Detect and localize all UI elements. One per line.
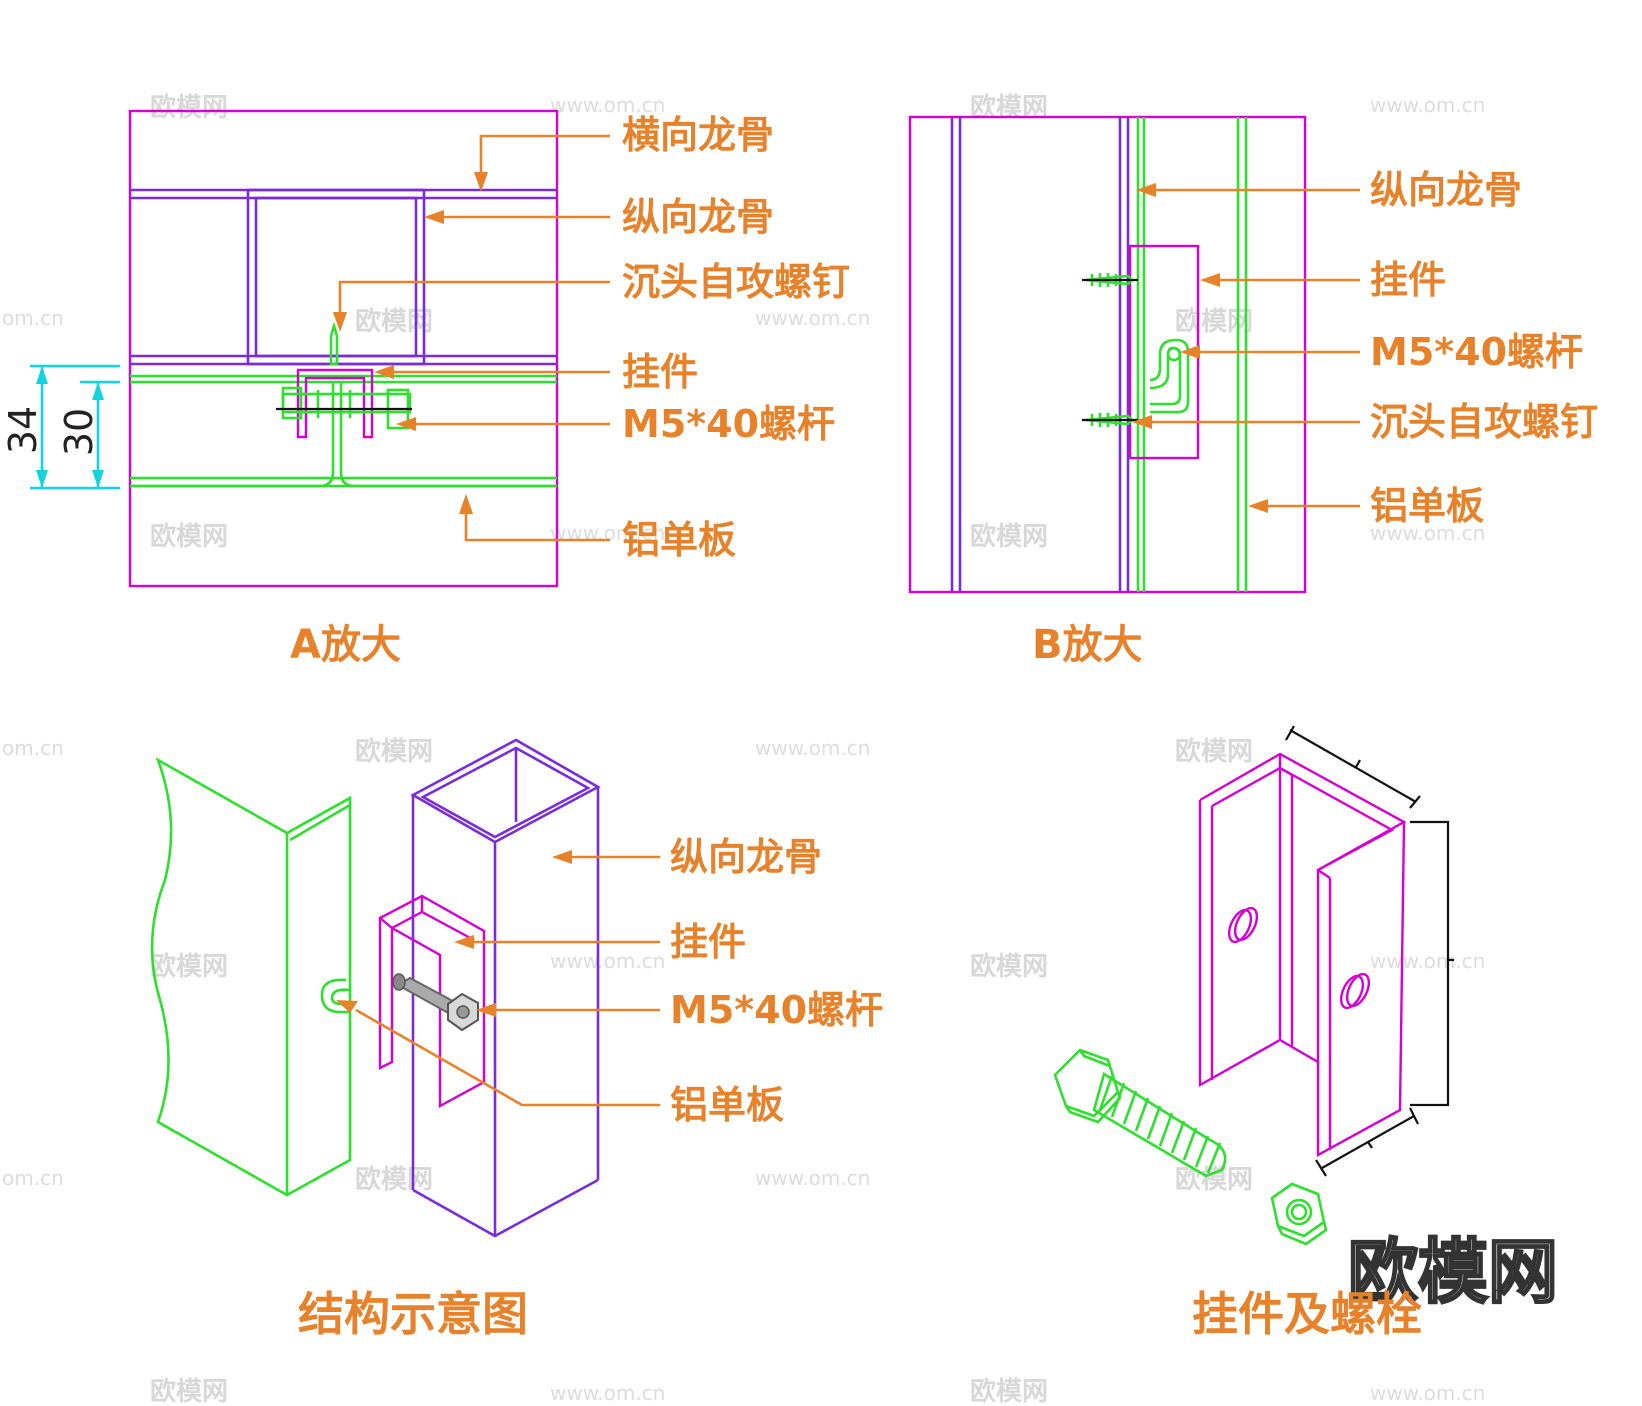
watermark-text: 欧模网 [150,1376,228,1406]
watermark-url: www.om.cn [1370,93,1485,117]
label-hanger: 挂件 [1370,258,1446,302]
panel-d-hanger-and-bolt: 欧模网 挂件及螺栓 [1053,725,1559,1341]
watermark-text: 欧模网 [970,521,1048,552]
bolt-thread [1098,1075,1222,1174]
label-bolt: M5*40螺杆 [670,988,883,1032]
bolt-shank [1092,1071,1227,1178]
label-hanger: 挂件 [622,350,698,394]
watermark-url: www.om.cn [1370,949,1485,973]
watermark-text: 欧模网 [970,92,1048,123]
label-aluminum-panel: 铝单板 [622,518,736,562]
watermark-url: www.om.cn [1370,521,1485,545]
panel-d-caption: 挂件及螺栓 [1192,1287,1422,1341]
label-longitudinal-keel: 纵向龙骨 [622,195,774,239]
hanger-hole [1339,974,1365,1010]
aluminum-panel-3d [150,757,352,1197]
watermark-layer: 欧模网 欧模网 欧模网 欧模网 欧模网 欧模网 欧模网 欧模网 欧模网 欧模网 … [2,92,1485,1406]
panel-c-leaders [336,850,660,1107]
watermark-text: 欧模网 [150,951,228,982]
panel-a-leaders [333,134,610,542]
watermark-text: 欧模网 [355,1164,433,1195]
panel-c-structure-diagram: 纵向龙骨 挂件 M5*40螺杆 铝单板 结构示意图 [150,738,883,1341]
panel-c-caption: 结构示意图 [298,1287,528,1341]
dimension-30: 30 [57,408,101,456]
watermark-text: 欧模网 [355,736,433,767]
site-logo-watermark: 欧模网 [1348,1231,1558,1313]
hook-notch [320,978,350,1014]
square-tube-3d [410,738,601,844]
label-longitudinal-keel: 纵向龙骨 [1370,168,1522,212]
panel-b-frame [908,115,1307,594]
dimension-34: 34 [1,406,45,454]
watermark-text: 欧模网 [1175,736,1253,767]
panel-b-caption: B放大 [1032,622,1143,668]
watermark-url: www.om.cn [755,1166,870,1190]
watermark-url: om.cn [2,306,64,330]
watermark-url: www.om.cn [1370,1381,1485,1405]
hook-slot [1149,338,1190,414]
label-longitudinal-keel: 纵向龙骨 [670,835,822,879]
watermark-url: www.om.cn [550,949,665,973]
hanger-3d [378,894,486,1109]
panel-a-frame [128,109,559,588]
watermark-url: www.om.cn [755,306,870,330]
label-transverse-keel: 横向龙骨 [622,113,774,157]
panel-a-section-view: 34 30 横向龙骨 纵向龙骨 沉头自攻螺钉 挂件 M5*40螺杆 铝单板 A放… [1,109,850,668]
label-countersunk-screw: 沉头自攻螺钉 [622,260,850,304]
label-aluminum-panel: 铝单板 [670,1083,784,1127]
watermark-text: 欧模网 [150,92,228,123]
dimension-lines: 34 30 [1,364,120,490]
watermark-text: 欧模网 [150,521,228,552]
watermark-url: om.cn [2,736,64,760]
hanger-part [296,368,374,439]
watermark-text: 欧模网 [355,306,433,337]
label-bolt: M5*40螺杆 [1370,330,1583,374]
label-aluminum-panel: 铝单板 [1370,484,1484,528]
watermark-url: www.om.cn [550,93,665,117]
watermark-url: om.cn [2,1166,64,1190]
label-countersunk-screw: 沉头自攻螺钉 [1370,400,1598,444]
watermark-text: 欧模网 [1175,306,1253,337]
watermark-text: 欧模网 [1175,1164,1253,1195]
watermark-url: www.om.cn [550,1381,665,1405]
label-bolt: M5*40螺杆 [622,402,835,446]
panel-a-caption: A放大 [290,622,401,668]
watermark-text: 欧模网 [970,1376,1048,1406]
countersunk-screw [329,321,339,366]
watermark-text: 欧模网 [970,951,1048,982]
panel-b-side-view: 纵向龙骨 挂件 M5*40螺杆 沉头自攻螺钉 铝单板 B放大 [908,115,1598,668]
label-hanger: 挂件 [670,920,746,964]
panel-b-leaders [1132,183,1360,513]
hanger-hole [1227,908,1253,944]
watermark-url: www.om.cn [755,736,870,760]
